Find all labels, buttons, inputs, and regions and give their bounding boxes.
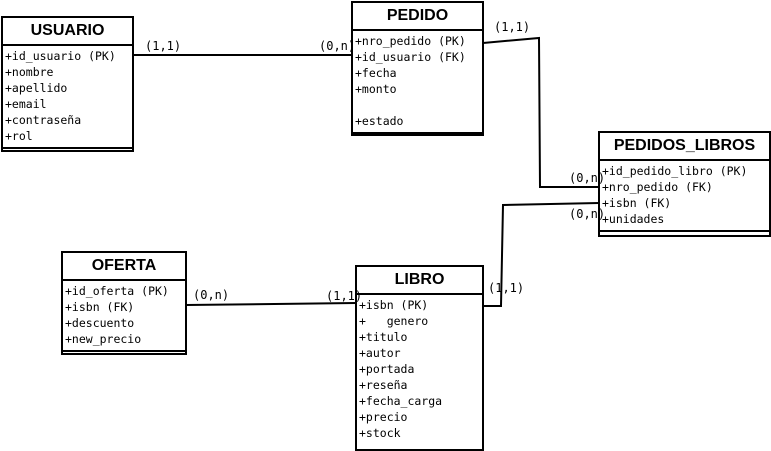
entity-title: OFERTA bbox=[63, 253, 185, 281]
attribute-list: +id_oferta (PK) +isbn (FK) +descuento +n… bbox=[63, 281, 185, 350]
attribute: +isbn (FK) bbox=[65, 300, 135, 314]
attribute: +id_usuario (FK) bbox=[355, 50, 466, 64]
methods-compartment bbox=[353, 132, 482, 141]
attribute: +reseña bbox=[359, 378, 408, 392]
attribute: +apellido bbox=[5, 81, 68, 95]
methods-compartment bbox=[63, 350, 185, 359]
attribute: +id_pedido_libro (PK) bbox=[602, 164, 748, 178]
attribute: +nro_pedido (FK) bbox=[602, 180, 713, 194]
attribute: +isbn (FK) bbox=[602, 196, 672, 210]
attribute: +unidades bbox=[602, 212, 665, 226]
attribute: +nro_pedido (PK) bbox=[355, 34, 466, 48]
attribute: +isbn (PK) bbox=[359, 298, 429, 312]
cardinality-usuario-side: (1,1) bbox=[145, 39, 182, 53]
attribute: +estado bbox=[355, 114, 404, 128]
attribute: +stock bbox=[359, 426, 401, 440]
cardinality-libro-side: (1,1) bbox=[488, 281, 525, 295]
entity-pedidos-libros[interactable]: PEDIDOS_LIBROS +id_pedido_libro (PK) +nr… bbox=[598, 131, 771, 237]
attribute: +email bbox=[5, 97, 47, 111]
link-pedido-pedidos-libros bbox=[482, 36, 599, 188]
attribute: + genero bbox=[359, 314, 429, 328]
attribute: +descuento bbox=[65, 316, 135, 330]
cardinality-libro-side: (1,1) bbox=[326, 289, 363, 303]
attribute: +new_precio bbox=[65, 332, 142, 346]
attribute: +monto bbox=[355, 82, 397, 96]
entity-title: PEDIDO bbox=[353, 3, 482, 31]
entity-title: PEDIDOS_LIBROS bbox=[600, 133, 769, 161]
attribute: +contraseña bbox=[5, 113, 82, 127]
link-oferta-libro bbox=[185, 302, 357, 306]
cardinality-oferta-side: (0,n) bbox=[193, 288, 230, 302]
entity-title: USUARIO bbox=[3, 18, 132, 46]
attribute: +fecha bbox=[355, 66, 397, 80]
entity-oferta[interactable]: OFERTA +id_oferta (PK) +isbn (FK) +descu… bbox=[61, 251, 187, 355]
entity-usuario[interactable]: USUARIO +id_usuario (PK) +nombre +apelli… bbox=[1, 16, 134, 152]
cardinality-pedidos-libros-side: (0,n) bbox=[569, 171, 606, 185]
methods-compartment bbox=[3, 147, 132, 156]
attribute-list: +nro_pedido (PK) +id_usuario (FK) +fecha… bbox=[353, 31, 482, 132]
attribute-list: +id_usuario (PK) +nombre +apellido +emai… bbox=[3, 46, 132, 147]
attribute: +precio bbox=[359, 410, 408, 424]
entity-title: LIBRO bbox=[357, 267, 482, 295]
entity-libro[interactable]: LIBRO +isbn (PK) + genero +titulo +autor… bbox=[355, 265, 484, 451]
attribute: +id_usuario (PK) bbox=[5, 49, 116, 63]
attribute: +nombre bbox=[5, 65, 54, 79]
methods-compartment bbox=[600, 230, 769, 239]
link-libro-pedidos-libros bbox=[483, 202, 600, 307]
attribute: +titulo bbox=[359, 330, 408, 344]
attribute: +portada bbox=[359, 362, 415, 376]
attribute-list: +id_pedido_libro (PK) +nro_pedido (FK) +… bbox=[600, 161, 769, 230]
attribute: +autor bbox=[359, 346, 401, 360]
cardinality-pedido-side: (1,1) bbox=[494, 20, 531, 34]
attribute: +id_oferta (PK) bbox=[65, 284, 169, 298]
attribute: +rol bbox=[5, 129, 33, 143]
attribute-list: +isbn (PK) + genero +titulo +autor +port… bbox=[357, 295, 482, 444]
cardinality-pedido-side: (0,n) bbox=[319, 39, 356, 53]
attribute: +fecha_carga bbox=[359, 394, 443, 408]
cardinality-pedidos-libros-side: (0,n) bbox=[569, 207, 606, 221]
entity-pedido[interactable]: PEDIDO +nro_pedido (PK) +id_usuario (FK)… bbox=[351, 1, 484, 136]
